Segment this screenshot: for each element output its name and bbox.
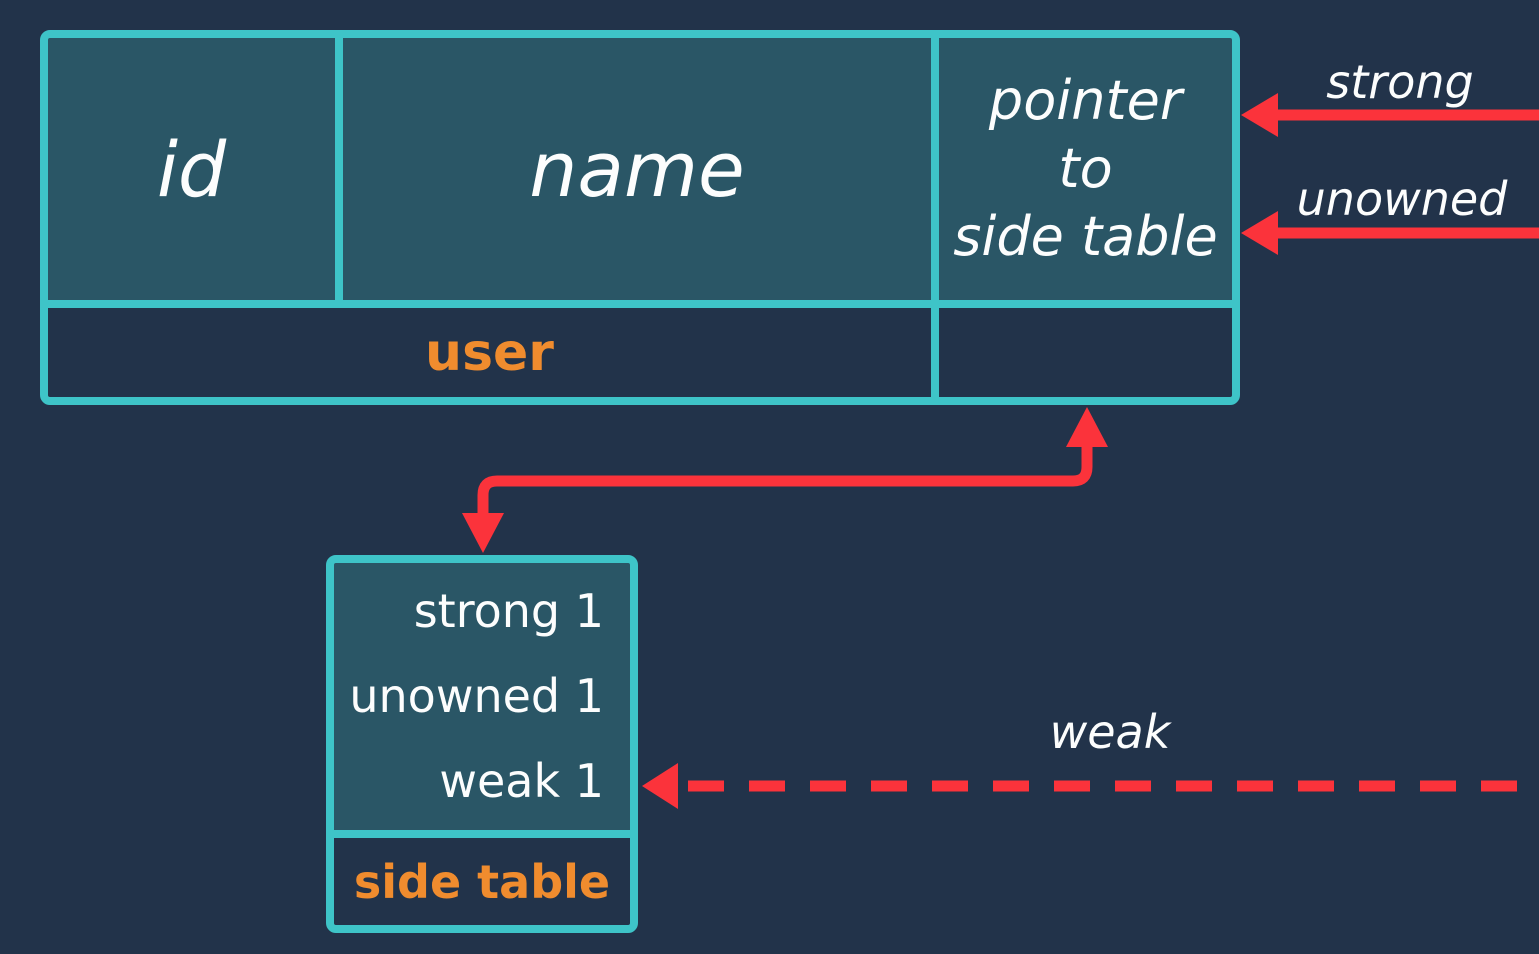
pointer-label-line-3: side table — [953, 205, 1218, 268]
pointer-label-line-1: pointer — [988, 69, 1183, 132]
side-table-entry-unowned: unowned 1 — [349, 669, 604, 723]
connector-down-arrowhead-icon — [462, 513, 504, 553]
pointer-to-side-table-connector-arrow — [462, 407, 1108, 553]
weak-reference-arrow — [642, 763, 1539, 809]
strong-arrowhead-icon — [1241, 93, 1278, 137]
weak-arrowhead-icon — [642, 763, 678, 809]
weak-arrow-label: weak — [1049, 705, 1171, 759]
field-cell-name: name — [343, 38, 931, 300]
strong-arrow-label: strong — [1326, 55, 1474, 109]
field-cell-pointer-to-side-table: pointer to side table — [939, 38, 1232, 300]
field-cell-id: id — [48, 38, 335, 300]
side-table-caption: side table — [353, 854, 611, 909]
unowned-arrowhead-icon — [1241, 211, 1278, 255]
user-table-caption: user — [425, 322, 554, 383]
pointer-label-line-2: to — [1058, 137, 1113, 200]
field-id-label: id — [156, 124, 227, 214]
side-table-entry-weak: weak 1 — [439, 754, 604, 808]
unowned-arrow-label: unowned — [1296, 172, 1508, 226]
user-object-table: id name pointer to side table user — [40, 30, 1240, 405]
pointer-value-cell — [939, 308, 1232, 397]
side-table-entry-strong: strong 1 — [413, 584, 604, 638]
user-table-caption-cell: user — [48, 308, 931, 397]
field-name-label: name — [529, 124, 745, 214]
side-table-caption-cell: side table — [334, 838, 630, 925]
connector-up-arrowhead-icon — [1066, 407, 1108, 447]
side-table: strong 1 unowned 1 weak 1 side table — [326, 555, 638, 933]
side-table-counters: strong 1 unowned 1 weak 1 — [334, 563, 630, 830]
